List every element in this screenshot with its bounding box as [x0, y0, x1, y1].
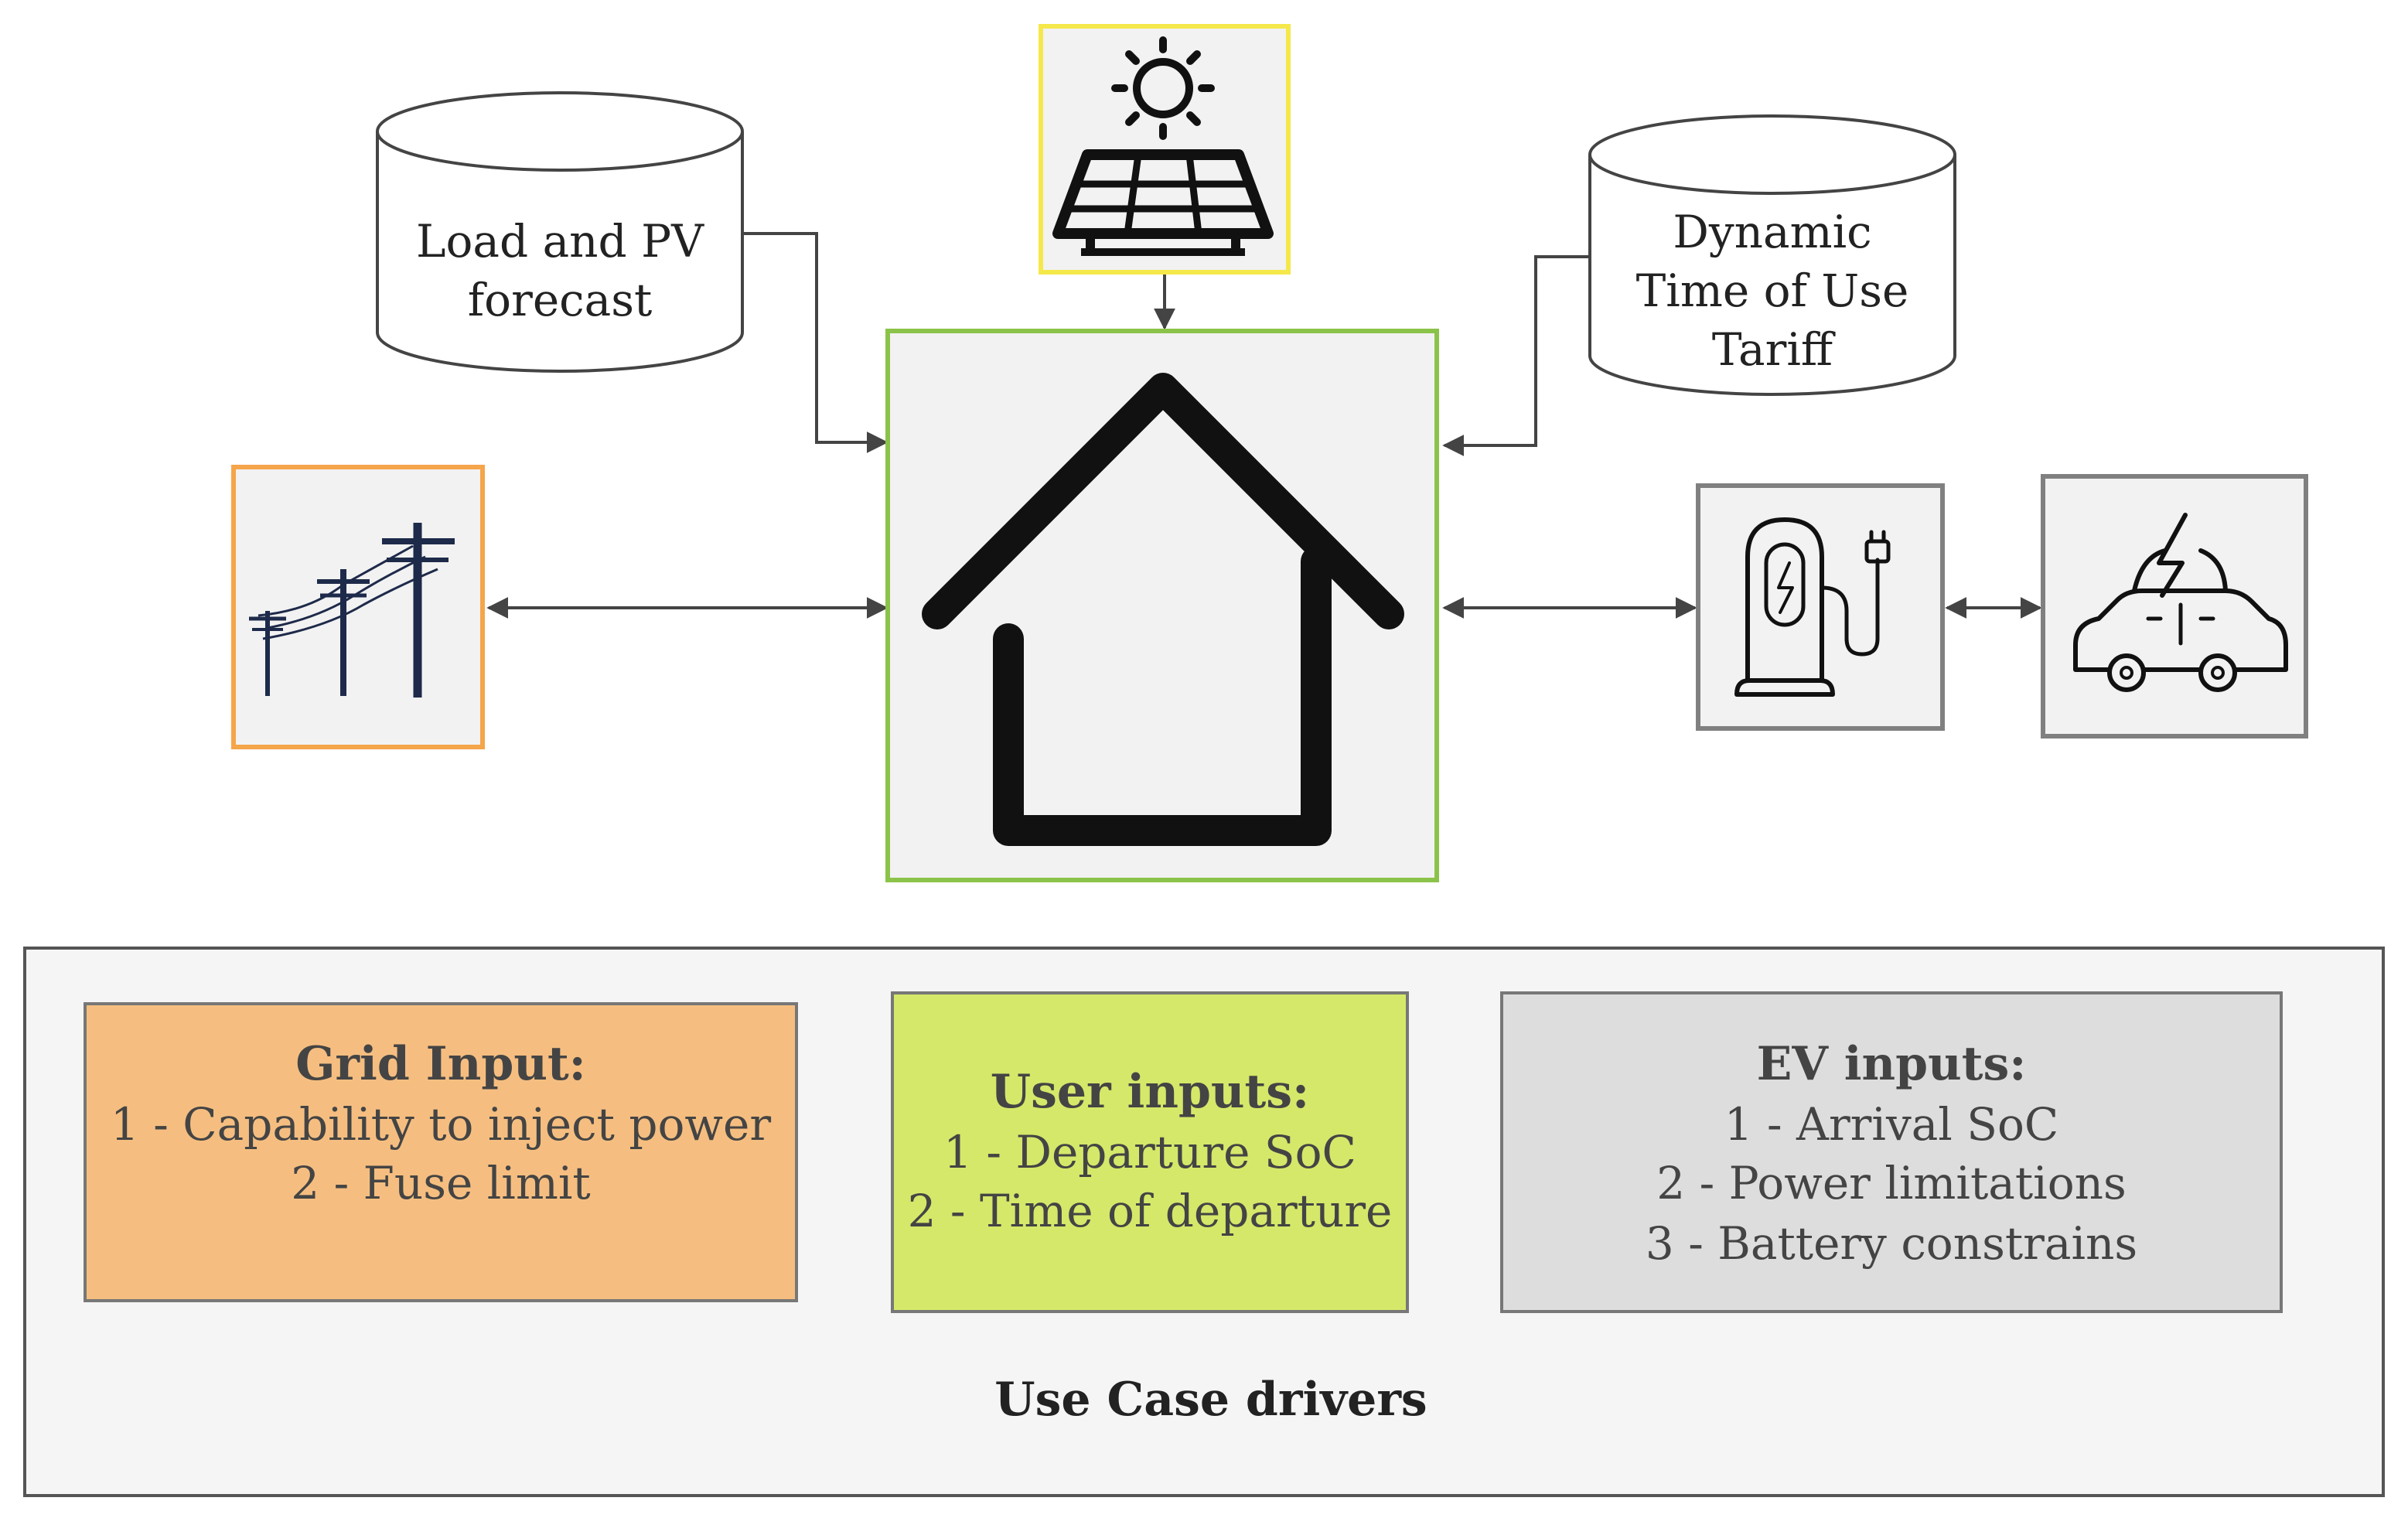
solar-panel-icon — [1052, 36, 1274, 256]
cylinder-body — [376, 131, 744, 373]
home-node — [885, 329, 1439, 882]
forecast-label-line-1: Load and PV — [416, 215, 704, 268]
tariff-label-line-2: Time of Use — [1636, 264, 1909, 317]
charger-node — [1696, 483, 1945, 731]
use-case-drivers-section: Grid Input: 1 - Capability to inject pow… — [23, 947, 2385, 1497]
cylinder-top — [1588, 114, 1956, 195]
forecast-database: Load and PV forecast — [376, 91, 744, 373]
tariff-to-home-arrow — [1442, 255, 1590, 456]
car-node — [2041, 474, 2308, 739]
connectors — [486, 232, 2042, 619]
ev-inputs-panel: EV inputs: 1 - Arrival SoC 2 - Power lim… — [1500, 991, 2283, 1313]
grid-input-panel: Grid Input: 1 - Capability to inject pow… — [84, 1002, 798, 1302]
forecast-to-home-arrow — [741, 232, 889, 453]
ev-inputs-line-2: 2 - Power limitations — [1656, 1157, 2127, 1209]
forecast-label-line-2: forecast — [468, 274, 653, 326]
electric-car-icon — [2073, 513, 2288, 692]
home-node-frame — [885, 329, 1439, 882]
ev-inputs-line-3: 3 - Battery constrains — [1646, 1217, 2137, 1270]
solar-node — [1039, 24, 1291, 275]
tariff-database: Dynamic Time of Use Tariff — [1588, 114, 1956, 396]
grid-node — [231, 465, 485, 749]
tariff-label-line-1: Dynamic — [1673, 206, 1871, 258]
user-inputs-panel-box — [891, 991, 1409, 1313]
user-inputs-title: User inputs: — [991, 1065, 1309, 1119]
user-inputs-panel: User inputs: 1 - Departure SoC 2 - Time … — [891, 991, 1409, 1313]
grid-input-title: Grid Input: — [295, 1037, 586, 1091]
user-inputs-line-1: 1 - Departure SoC — [943, 1126, 1356, 1179]
tariff-label-line-3: Tariff — [1712, 323, 1836, 376]
house-icon — [922, 373, 1404, 846]
ev-inputs-line-1: 1 - Arrival SoC — [1724, 1098, 2059, 1151]
cylinder-top — [376, 91, 744, 172]
grid-input-line-2: 2 - Fuse limit — [291, 1157, 590, 1209]
ev-inputs-panel-box — [1500, 991, 2283, 1313]
use-case-drivers-caption: Use Case drivers — [994, 1373, 1427, 1427]
car-node-frame — [2041, 474, 2308, 739]
grid-input-line-1: 1 - Capability to inject power — [111, 1098, 771, 1151]
user-inputs-line-2: 2 - Time of departure — [908, 1185, 1393, 1237]
cylinder-body — [1588, 155, 1956, 396]
grid-input-panel-box — [84, 1002, 798, 1302]
ev-inputs-title: EV inputs: — [1757, 1037, 2027, 1091]
ev-charger-icon — [1734, 517, 1891, 697]
power-lines-icon — [249, 523, 455, 698]
